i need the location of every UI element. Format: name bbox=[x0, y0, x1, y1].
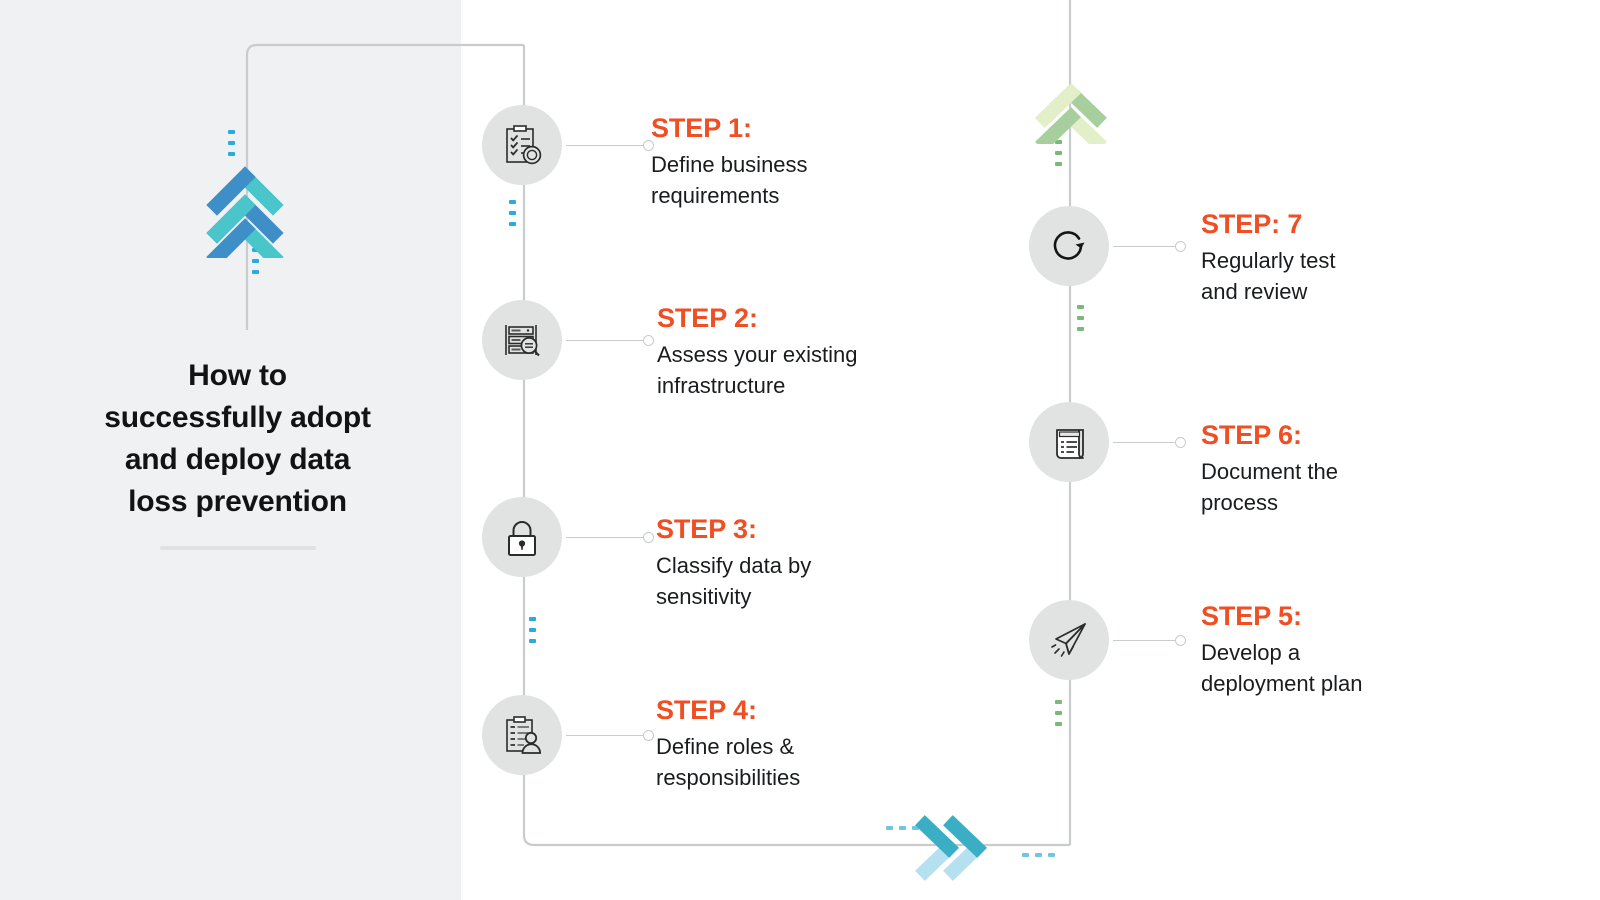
step-6-body-line-1: Document the bbox=[1201, 458, 1338, 484]
title-line-1: How to bbox=[188, 359, 287, 392]
step-3-text: STEP 3: Classify data by sensitivity bbox=[656, 514, 811, 612]
step-1-body: Define business requirements bbox=[651, 149, 808, 211]
step-4-body-line-2: responsibilities bbox=[656, 765, 801, 791]
step-4-connector-dot bbox=[643, 730, 654, 741]
step-7-body: Regularly test and review bbox=[1201, 245, 1336, 307]
step-5-connector-dot bbox=[1175, 635, 1186, 646]
step-1-connector-dot bbox=[643, 140, 654, 151]
step-2-connector-dot bbox=[643, 335, 654, 346]
step-5-icon-node[interactable] bbox=[1029, 600, 1109, 680]
step-2-connector bbox=[566, 335, 654, 346]
step-6-text: STEP 6: Document the process bbox=[1201, 420, 1338, 518]
step-4-icon-node[interactable] bbox=[482, 695, 562, 775]
step-4-heading: STEP 4: bbox=[656, 695, 757, 725]
step-3-icon-node[interactable] bbox=[482, 497, 562, 577]
step-5-connector bbox=[1113, 635, 1186, 646]
step-3-heading: STEP 3: bbox=[656, 514, 757, 544]
step-2-body-line-1: Assess your existing bbox=[657, 341, 858, 367]
step-1-icon-node[interactable] bbox=[482, 105, 562, 185]
title-underline-rule bbox=[160, 546, 316, 550]
step-2-text: STEP 2: Assess your existing infrastruct… bbox=[657, 303, 858, 401]
title-line-2: successfully adopt bbox=[104, 401, 371, 434]
step-7-text: STEP: 7 Regularly test and review bbox=[1201, 209, 1336, 307]
step-6-connector-line bbox=[1113, 442, 1175, 443]
clipboard-checklist-gear-icon bbox=[500, 123, 544, 167]
page-title: How to successfully adopt and deploy dat… bbox=[55, 355, 420, 523]
step-7-connector bbox=[1113, 241, 1186, 252]
chevron-up-green-group bbox=[1035, 82, 1107, 144]
step-6-icon-node[interactable] bbox=[1029, 402, 1109, 482]
step-4-connector bbox=[566, 730, 654, 741]
title-line-3: and deploy data bbox=[124, 443, 351, 476]
step-2-icon-node[interactable] bbox=[482, 300, 562, 380]
step-5-text: STEP 5: Develop a deployment plan bbox=[1201, 601, 1362, 699]
step-1-heading: STEP 1: bbox=[651, 113, 752, 143]
step-7-body-line-1: Regularly test bbox=[1201, 247, 1336, 273]
step-4-connector-line bbox=[566, 735, 643, 736]
scroll-document-icon bbox=[1048, 421, 1090, 463]
step-1-body-line-2: requirements bbox=[651, 183, 780, 209]
paper-plane-icon bbox=[1047, 618, 1091, 662]
step-6-body: Document the process bbox=[1201, 456, 1338, 518]
step-2-heading: STEP 2: bbox=[657, 303, 758, 333]
step-6-connector bbox=[1113, 437, 1186, 448]
refresh-cycle-icon bbox=[1048, 225, 1090, 267]
dash-marks-col2-a bbox=[1077, 305, 1084, 338]
step-5-connector-line bbox=[1113, 640, 1175, 641]
step-2-body: Assess your existing infrastructure bbox=[657, 339, 858, 401]
dash-marks-bottom-right bbox=[1022, 853, 1061, 857]
step-4-body-line-1: Define roles & bbox=[656, 733, 795, 759]
step-7-connector-line bbox=[1113, 246, 1175, 247]
step-2-body-line-2: infrastructure bbox=[657, 373, 786, 399]
step-3-connector-line bbox=[566, 537, 643, 538]
step-3-body-line-1: Classify data by bbox=[656, 552, 812, 578]
step-1-body-line-1: Define business bbox=[651, 151, 808, 177]
step-7-heading: STEP: 7 bbox=[1201, 209, 1303, 239]
step-5-heading: STEP 5: bbox=[1201, 601, 1302, 631]
dash-marks-col1-a bbox=[509, 200, 516, 233]
step-1-connector-line bbox=[566, 145, 643, 146]
step-3-connector-dot bbox=[643, 532, 654, 543]
dash-marks-bottom-left bbox=[886, 826, 925, 830]
step-5-body: Develop a deployment plan bbox=[1201, 637, 1362, 699]
step-3-body-line-2: sensitivity bbox=[656, 584, 752, 610]
step-3-body: Classify data by sensitivity bbox=[656, 550, 811, 612]
dash-marks-col1-b bbox=[529, 617, 536, 650]
step-2-connector-line bbox=[566, 340, 643, 341]
step-5-body-line-1: Develop a bbox=[1201, 639, 1301, 665]
server-rack-magnifier-icon bbox=[500, 318, 544, 362]
dash-marks-col2-b bbox=[1055, 700, 1062, 733]
step-4-text: STEP 4: Define roles & responsibilities bbox=[656, 695, 800, 793]
step-1-text: STEP 1: Define business requirements bbox=[651, 113, 808, 211]
chevron-right-cyan-group bbox=[915, 813, 993, 883]
step-1-connector bbox=[566, 140, 654, 151]
padlock-icon bbox=[500, 515, 544, 559]
step-6-connector-dot bbox=[1175, 437, 1186, 448]
document-person-icon bbox=[500, 713, 544, 757]
step-4-body: Define roles & responsibilities bbox=[656, 731, 800, 793]
step-3-connector bbox=[566, 532, 654, 543]
step-7-body-line-2: and review bbox=[1201, 279, 1308, 305]
title-line-4: loss prevention bbox=[128, 485, 347, 518]
dash-marks-col2-top bbox=[1055, 140, 1062, 173]
step-6-heading: STEP 6: bbox=[1201, 420, 1302, 450]
step-5-body-line-2: deployment plan bbox=[1201, 671, 1363, 697]
chevron-up-blue-group bbox=[205, 163, 285, 258]
dash-marks-left-upper bbox=[228, 130, 235, 163]
step-7-connector-dot bbox=[1175, 241, 1186, 252]
step-6-body-line-2: process bbox=[1201, 490, 1279, 516]
step-7-icon-node[interactable] bbox=[1029, 206, 1109, 286]
